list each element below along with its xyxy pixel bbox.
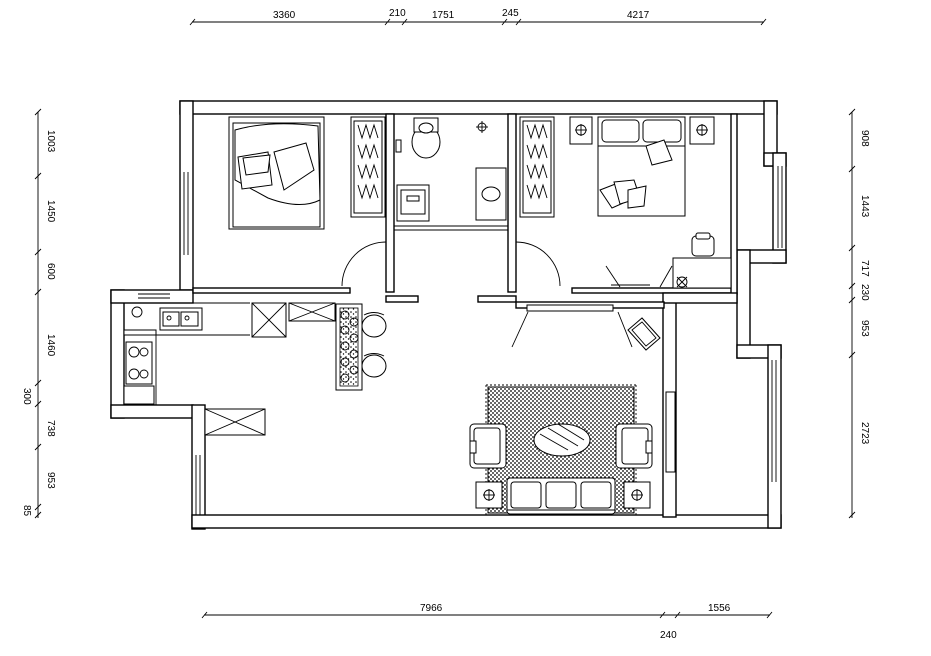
dim-left-1: 1450 xyxy=(45,200,56,223)
dining xyxy=(469,317,676,516)
dim-top-2: 1751 xyxy=(432,10,455,21)
dim-top-1: 210 xyxy=(389,8,406,19)
tv-cabinet xyxy=(665,391,676,473)
bedroom-1 xyxy=(228,116,386,230)
dimension-bottom: 7966 1556 240 xyxy=(201,603,773,641)
dim-left-6: 953 xyxy=(45,472,56,489)
dim-right-3: 230 xyxy=(859,284,870,301)
dim-right-1: 1443 xyxy=(859,195,870,218)
bar-stool-2 xyxy=(361,354,387,378)
dim-left-5: 738 xyxy=(45,420,56,437)
dim-right-2: 717 xyxy=(859,260,870,277)
dim-top-0: 3360 xyxy=(273,10,296,21)
dining-table xyxy=(533,423,591,457)
dimension-top: 3360 210 1751 245 4217 xyxy=(189,8,767,26)
bedroom-2 xyxy=(519,116,732,289)
dimension-left: 1003 1450 600 1460 300 738 953 85 xyxy=(21,108,56,519)
bar-stool-1 xyxy=(361,314,387,338)
dim-bottom-0: 7966 xyxy=(420,603,443,614)
dim-top-4: 4217 xyxy=(627,10,650,21)
dim-top-3: 245 xyxy=(502,8,519,19)
desk xyxy=(672,257,732,289)
dim-right-5: 2723 xyxy=(859,422,870,445)
kitchen xyxy=(123,302,387,436)
dim-left-3: 1460 xyxy=(45,334,56,357)
dim-right-0: 908 xyxy=(859,130,870,147)
dim-left-4: 300 xyxy=(21,388,32,405)
armchair xyxy=(627,317,661,351)
dimension-right: 908 1443 717 230 953 2723 xyxy=(848,108,870,519)
stove xyxy=(125,341,153,385)
bathroom xyxy=(395,117,507,222)
dim-bottom-1: 1556 xyxy=(708,603,731,614)
dim-left-0: 1003 xyxy=(45,130,56,153)
doors xyxy=(341,241,673,348)
dim-left-7: 85 xyxy=(21,505,32,517)
dim-left-2: 600 xyxy=(45,263,56,280)
dim-bottom-2: 240 xyxy=(660,630,677,641)
dim-right-4: 953 xyxy=(859,320,870,337)
